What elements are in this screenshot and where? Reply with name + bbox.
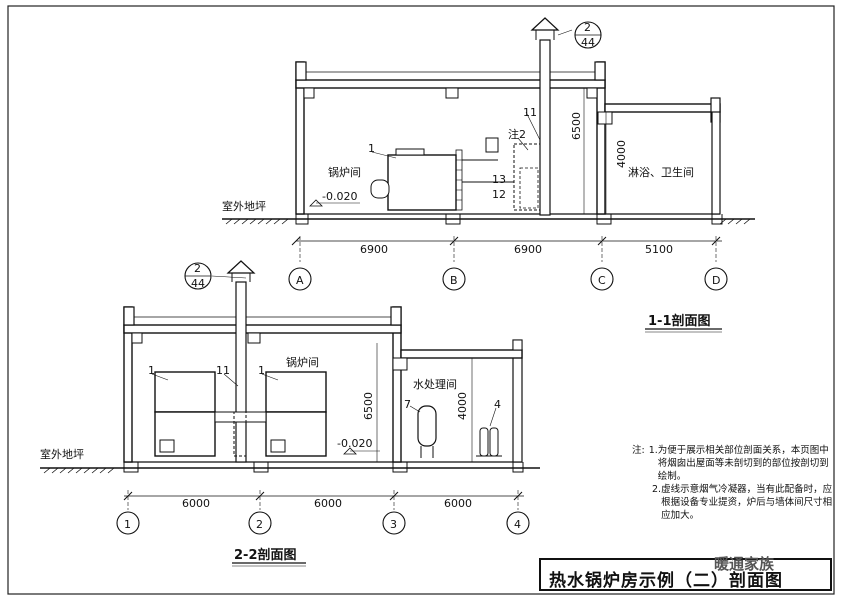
s2-room-water: 水处理间 — [413, 378, 457, 391]
s2-dim-23: 6000 — [314, 497, 342, 510]
s1-ref-bottom: 44 — [581, 36, 595, 49]
s1-dim-cd: 5100 — [645, 243, 673, 256]
s1-tag-note2: 注2 — [508, 127, 526, 141]
s1-axis-c: C — [598, 274, 606, 287]
s1-elevation: -0.020 — [322, 190, 357, 203]
section-2-2 — [40, 260, 540, 567]
s1-axis-d: D — [712, 274, 720, 287]
s1-dim-bc: 6900 — [514, 243, 542, 256]
s2-tag-4: 4 — [494, 398, 501, 411]
s1-axis-a: A — [296, 274, 304, 287]
s1-room-boiler: 锅炉间 — [328, 166, 361, 179]
s1-ref-top: 2 — [584, 21, 591, 34]
s1-tag-13: 13 — [492, 173, 506, 186]
s2-tag-1a: 1 — [148, 364, 155, 377]
note-text-1: 为便于展示相关部位剖面关系，本页图中将烟囱出屋面等未剖切到的部位按剖切到绘制。 — [657, 445, 829, 482]
note-item-1: 注: 1. 为便于展示相关部位剖面关系，本页图中将烟囱出屋面等未剖切到的部位按剖… — [632, 444, 837, 483]
s1-ground-label: 室外地坪 — [222, 199, 266, 213]
s2-height-annex: 4000 — [456, 392, 469, 420]
s2-elevation: -0.020 — [337, 437, 372, 450]
sheet-border — [7, 5, 835, 595]
s2-axis-1: 1 — [124, 518, 131, 531]
notes-label: 注: — [632, 445, 645, 456]
s2-room-boiler: 锅炉间 — [286, 356, 319, 369]
s1-height-annex: 4000 — [615, 140, 628, 168]
notes-block: 注: 1. 为便于展示相关部位剖面关系，本页图中将烟囱出屋面等未剖切到的部位按剖… — [632, 444, 837, 522]
note-item-2: 2. 虚线示意烟气冷凝器，当有此配备时，应根据设备专业提资，炉后与墙体间尺寸相应… — [632, 483, 837, 522]
s2-tag-11: 11 — [216, 364, 230, 377]
s1-tag-1: 1 — [368, 142, 375, 155]
note-text-2: 虚线示意烟气冷凝器，当有此配备时，应根据设备专业提资，炉后与墙体间尺寸相应加大。 — [661, 484, 833, 521]
s1-axis-b: B — [450, 274, 458, 287]
note-num-2: 2. — [652, 484, 662, 495]
s1-room-shower: 淋浴、卫生间 — [628, 165, 694, 179]
s2-ground-label: 室外地坪 — [40, 447, 84, 461]
s1-title: 1-1剖面图 — [648, 313, 711, 329]
s1-tag-12: 12 — [492, 188, 506, 201]
s2-dim-12: 6000 — [182, 497, 210, 510]
sheet-title: 热水锅炉房示例（二）剖面图 — [549, 571, 783, 591]
s2-axis-2: 2 — [256, 518, 263, 531]
s1-dim-ab: 6900 — [360, 243, 388, 256]
s2-axis-4: 4 — [514, 518, 521, 531]
s2-dim-34: 6000 — [444, 497, 472, 510]
note-num-1: 1. — [648, 445, 658, 456]
section-1-1 — [222, 17, 755, 333]
s2-tag-7: 7 — [404, 398, 411, 411]
s2-title: 2-2剖面图 — [234, 547, 297, 563]
watermark: 暖通家族 — [714, 555, 775, 573]
s2-height-main: 6500 — [362, 392, 375, 420]
s1-height-main: 6500 — [570, 112, 583, 140]
s1-tag-11: 11 — [523, 106, 537, 119]
s2-tag-1b: 1 — [258, 364, 265, 377]
s2-ref-top: 2 — [194, 262, 201, 275]
s2-axis-3: 3 — [390, 518, 397, 531]
title-block: 热水锅炉房示例（二）剖面图 — [539, 558, 832, 591]
s2-ref-bottom: 44 — [191, 277, 205, 290]
